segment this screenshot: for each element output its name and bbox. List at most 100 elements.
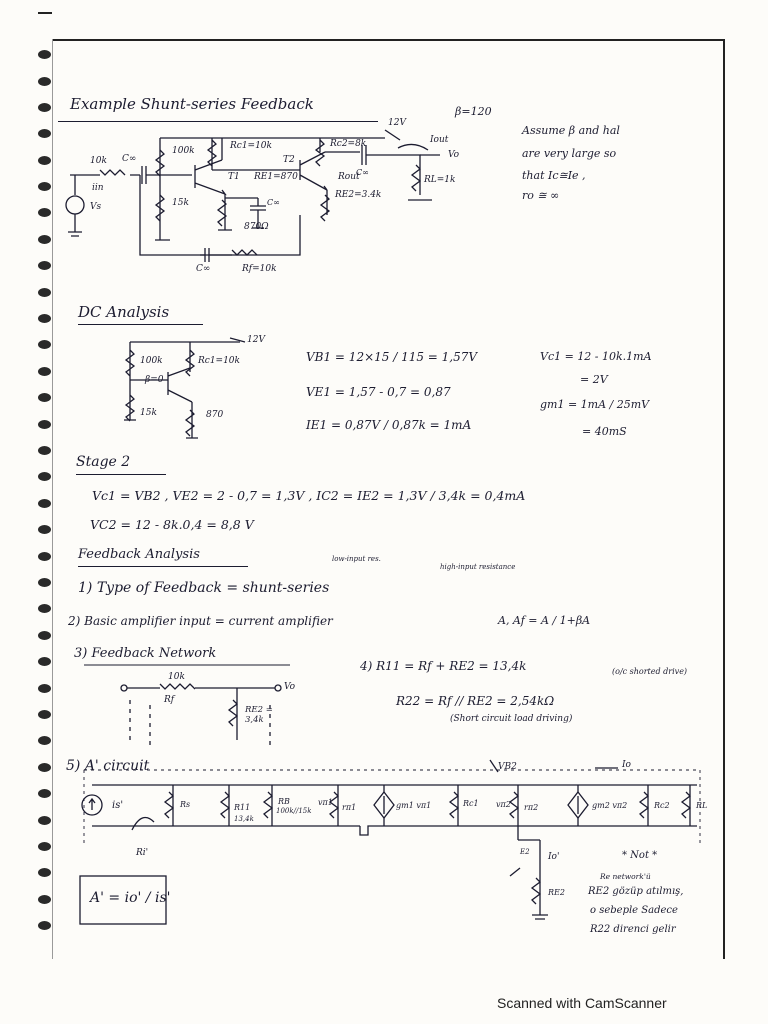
label-gm2: gm2 vπ2 xyxy=(592,801,628,810)
ring xyxy=(38,499,51,508)
page-border-left xyxy=(52,39,53,959)
stage-2-line-1: Vc1 = VB2 , VE2 = 2 - 0,7 = 1,3V , IC2 =… xyxy=(92,488,526,503)
label-rf: Rf=10k xyxy=(242,264,277,274)
label-vo: Vo xyxy=(448,150,460,160)
label-iin: iin xyxy=(92,183,104,193)
a-prime-heading: 5) A' circuit xyxy=(66,758,150,774)
label-io-prime: Io' xyxy=(548,852,560,862)
ring xyxy=(38,393,51,402)
label-re1: RE1=870 xyxy=(254,172,298,182)
label-rc2: Rc2=8k xyxy=(330,139,367,149)
note-high-input: high-input resistance xyxy=(440,563,516,571)
beta-label: β=120 xyxy=(455,105,492,118)
dc-label-rc1: Rc1=10k xyxy=(198,356,240,366)
ring xyxy=(38,895,51,904)
label-rb: RB xyxy=(278,797,290,806)
assumption-line: ro ≅ ∞ xyxy=(522,189,560,202)
title-underline xyxy=(58,121,378,122)
page-border-top xyxy=(52,39,724,41)
label-rout: Rout xyxy=(338,172,360,182)
label-vb2: VB2 xyxy=(498,762,517,772)
label-re2: RE2=3.4k xyxy=(335,190,382,200)
feedback-item-2-gain: A, Af = A / 1+βA xyxy=(498,614,591,627)
label-vcc: 12V xyxy=(388,118,406,128)
dc-eq-vc1: Vc1 = 12 - 10k.1mA xyxy=(540,350,652,363)
r11-note: (o/c shorted drive) xyxy=(612,667,688,676)
dc-analysis-heading: DC Analysis xyxy=(78,303,170,321)
dc-label-100k: 100k xyxy=(140,356,163,366)
label-re2: RE2 xyxy=(548,888,565,897)
net-label-10k: 10k xyxy=(168,672,185,682)
stage-2-line-2: VC2 = 12 - 8k.0,4 = 8,8 V xyxy=(90,517,254,532)
label-cf: C∞ xyxy=(196,264,211,274)
ring xyxy=(38,235,51,244)
ring xyxy=(38,129,51,138)
ring xyxy=(38,657,51,666)
label-vs: Vs xyxy=(90,202,102,212)
ring xyxy=(38,50,51,59)
dc-label-15k: 15k xyxy=(140,408,157,418)
ring xyxy=(38,789,51,798)
schematic-1 xyxy=(65,129,440,262)
ring xyxy=(38,340,51,349)
feedback-heading-underline xyxy=(78,566,248,567)
net-label-vo: Vo xyxy=(284,682,296,692)
note-heading: * Not * xyxy=(622,850,658,861)
stage-2-underline xyxy=(76,474,166,475)
ring xyxy=(38,552,51,561)
feedback-item-4-r11: 4) R11 = Rf + RE2 = 13,4k xyxy=(360,659,527,673)
dc-eq-gm1: gm1 = 1mA / 25mV xyxy=(540,398,650,411)
ring xyxy=(38,525,51,534)
net-label-re2: RE2 = 3,4k xyxy=(245,705,273,725)
ring xyxy=(38,868,51,877)
label-rc1: Rc1=10k xyxy=(230,141,272,151)
ring xyxy=(38,710,51,719)
camscanner-footer: Scanned with CamScanner xyxy=(497,995,667,1011)
label-15k: 15k xyxy=(172,198,189,208)
note-low-input: low-input res. xyxy=(332,555,381,563)
dc-label-vcc: 12V xyxy=(247,335,265,345)
label-rc2: Rc2 xyxy=(654,801,670,810)
label-rc1: Rc1 xyxy=(463,799,479,808)
feedback-network xyxy=(84,664,290,745)
top-mark xyxy=(38,12,52,14)
assumption-line: that Ic≅Ie , xyxy=(522,169,586,182)
label-iout: Iout xyxy=(430,135,449,145)
label-vpi2: vπ2 xyxy=(496,800,511,809)
note-line: Re network'ü xyxy=(600,872,651,881)
label-100k: 100k xyxy=(172,146,195,156)
label-io: Io xyxy=(622,760,631,770)
label-ce: C∞ xyxy=(267,198,280,207)
ring xyxy=(38,208,51,217)
label-rl: RL xyxy=(696,801,708,810)
label-rs: Rs xyxy=(180,800,191,809)
stage-2-heading: Stage 2 xyxy=(76,454,131,470)
dc-heading-underline xyxy=(78,324,203,325)
dc-label-beta: β=0 xyxy=(145,375,164,385)
label-t2: T2 xyxy=(283,155,295,165)
label-rl: RL=1k xyxy=(424,175,456,185)
ring xyxy=(38,842,51,851)
label-r11: R11 xyxy=(234,803,251,812)
label-rpi2: rπ2 xyxy=(524,803,539,812)
dc-eq-ve1: VE1 = 1,57 - 0,7 = 0,87 xyxy=(306,385,451,399)
ring xyxy=(38,261,51,270)
label-t1: T1 xyxy=(228,172,240,182)
r22-note: (Short circuit load driving) xyxy=(450,714,573,724)
page-border-right xyxy=(723,39,725,959)
net-label-rf: Rf xyxy=(164,695,175,705)
ring xyxy=(38,77,51,86)
feedback-item-3: 3) Feedback Network xyxy=(74,646,217,661)
ring xyxy=(38,314,51,323)
label-vpi1: vπ1 xyxy=(318,798,333,807)
ring xyxy=(38,578,51,587)
label-gm1: gm1 vπ1 xyxy=(396,801,432,810)
ring xyxy=(38,156,51,165)
label-r11-value: 13,4k xyxy=(234,815,254,823)
note-line: o sebeple Sadece xyxy=(590,905,678,916)
feedback-analysis-heading: Feedback Analysis xyxy=(78,547,200,562)
ring xyxy=(38,604,51,613)
ring xyxy=(38,921,51,930)
